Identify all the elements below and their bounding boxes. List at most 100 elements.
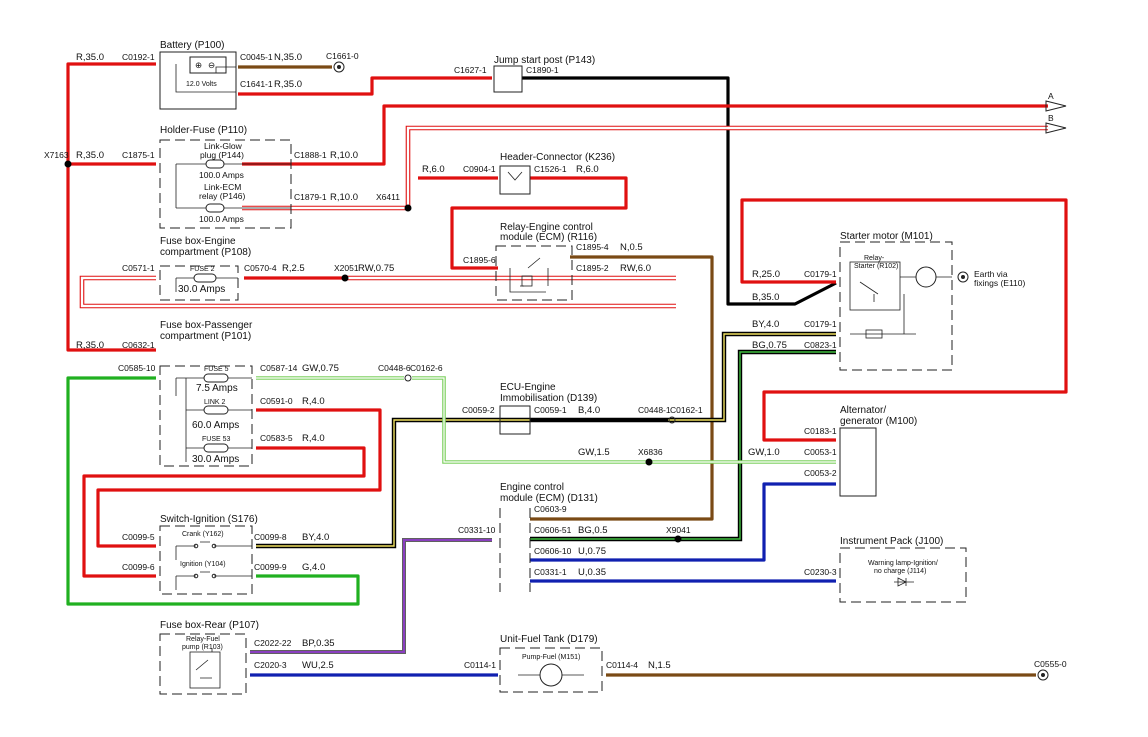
fuel-relay-1: Relay-Fuel [186, 636, 220, 643]
connector-label: X7163 [44, 150, 69, 160]
wire-label: RW,6.0 [620, 263, 651, 274]
battery-minus: ⊖ [208, 60, 215, 70]
component-titles: Battery (P100) Jump start post (P143) Ho… [160, 40, 1054, 661]
junction-x7163 [64, 160, 72, 168]
title-relay-ecm-1: Relay-Engine control [500, 222, 593, 233]
connector-label: C0162-1 [670, 405, 703, 415]
connector-label: C2022-22 [254, 638, 292, 648]
wire-labels: R,35.0 N,35.0 R,35.0 R,35.0 R,10.0 R,10.… [76, 52, 787, 671]
wire-label: U,0.35 [578, 567, 606, 578]
connector-label: C0162-6 [410, 363, 443, 373]
wire-label: WU,2.5 [302, 660, 334, 671]
connector-label: C0331-10 [458, 525, 496, 535]
holder-link2: Link-ECM [204, 182, 241, 192]
title-fuel-tank: Unit-Fuel Tank (D179) [500, 634, 598, 645]
fuel-tank [499, 647, 603, 693]
fuel-pump-label: Pump-Fuel (M151) [522, 654, 580, 661]
connector-label: C1526-1 [534, 164, 567, 174]
battery-plus: ⊕ [195, 60, 202, 70]
connector-label: C0114-4 [606, 660, 638, 670]
wire-label: BY,4.0 [302, 532, 329, 543]
wire-u075 [530, 482, 836, 562]
title-instrument: Instrument Pack (J100) [840, 536, 943, 547]
junction-x6836 [645, 458, 653, 466]
fuse53-amps: 30.0 Amps [192, 454, 239, 465]
connector-label: C0059-2 [462, 405, 495, 415]
wire-r40-fuse53 [82, 446, 366, 578]
connector-label: C0045-1 [240, 52, 273, 62]
connector-label: C1661-0 [326, 51, 359, 61]
holder-link1: Link-Glow [204, 141, 243, 151]
fuse5-amps: 7.5 Amps [196, 383, 238, 394]
fuse5-label: FUSE 5 [204, 366, 229, 373]
connector-label: C0632-1 [122, 340, 155, 350]
wire-bg075-inner [530, 351, 836, 540]
wire-label: R,4.0 [302, 433, 325, 444]
connector-label: C0603-9 [534, 504, 567, 514]
fuse53-label: FUSE 53 [202, 436, 231, 443]
junction-x2051 [341, 274, 349, 282]
wire-r25-starter [740, 198, 1068, 442]
connector-label: C0192-1 [122, 52, 155, 62]
starter-motor-icon [915, 266, 937, 288]
wire-bus-b-inner [242, 126, 1048, 210]
title-holder-fuse: Holder-Fuse (P110) [160, 125, 247, 136]
wire-label: BP,0.35 [302, 638, 335, 649]
connector-label: C0904-1 [463, 164, 496, 174]
wire-b35 [522, 76, 837, 306]
connector-label: C1888-1 [294, 150, 327, 160]
inline-connector-c0448 [404, 374, 676, 424]
connector-label: C0059-1 [534, 405, 567, 415]
wire-r35-trunk [66, 62, 156, 352]
connector-label: C0448-6 [378, 363, 411, 373]
starter-relay-2: Starter (R102) [854, 263, 898, 270]
lamp-label-1: Warning lamp-Ignition/ [868, 560, 938, 567]
wire-r40-link2 [96, 408, 382, 548]
junction-dots [64, 160, 682, 543]
wire-by4-inner [256, 333, 836, 547]
wire-bg075-outer [530, 349, 836, 542]
fuse2-amps: 30.0 Amps [178, 284, 225, 295]
title-ecm-2: module (ECM) (D131) [500, 493, 598, 504]
switch-ignition [159, 525, 253, 595]
connector-label: C1627-1 [454, 65, 487, 75]
connector-label: C1879-1 [294, 192, 327, 202]
bus-b-label: B [1048, 113, 1054, 123]
link2-label: LINK 2 [204, 399, 226, 406]
holder-fuse [159, 139, 292, 229]
fuse2-label: FUSE 2 [190, 266, 215, 273]
instrument-pack [839, 547, 967, 603]
connector-label: C0555-0 [1034, 659, 1067, 669]
connector-label: C1895-4 [576, 242, 609, 252]
connector-label: X9041 [666, 525, 691, 535]
wire-n05 [530, 255, 714, 521]
connector-label: C0099-6 [122, 562, 155, 572]
title-ecu-immob-1: ECU-Engine [500, 382, 556, 393]
engine-control-module [499, 508, 531, 592]
title-jump-start: Jump start post (P143) [494, 55, 595, 66]
connector-label: C0823-1 [804, 340, 837, 350]
connector-label: X6411 [376, 192, 400, 202]
ground-connector-c0555 [1037, 669, 1049, 681]
ignition-label: Ignition (Y104) [180, 561, 226, 568]
title-ecu-immob-2: Immobilisation (D139) [500, 393, 597, 404]
connector-label: C0583-5 [260, 433, 293, 443]
earth-label-2: fixings (E110) [974, 278, 1026, 288]
wire-label: N,35.0 [274, 52, 302, 63]
title-fuse-pass-2: compartment (P101) [160, 331, 251, 342]
ecu-immobilisation [499, 405, 531, 435]
wire-label: R,4.0 [302, 396, 325, 407]
wire-label: BG,0.75 [752, 340, 787, 351]
wire-fuse-engine-loop-outer [79, 275, 676, 309]
wire-label: R,35.0 [274, 79, 302, 90]
connector-label: C2020-3 [254, 660, 287, 670]
connector-label: X6836 [638, 447, 663, 457]
wire-bp035-outer [250, 538, 492, 654]
connector-label: C1875-1 [122, 150, 155, 160]
wire-label: GW,0.75 [302, 363, 339, 374]
connector-label: C0606-51 [534, 525, 572, 535]
wire-bp035-inner [250, 539, 492, 653]
bus-a-arrow [1045, 100, 1067, 112]
connector-label: C1641-1 [240, 79, 273, 89]
wire-label: R,2.5 [282, 263, 305, 274]
